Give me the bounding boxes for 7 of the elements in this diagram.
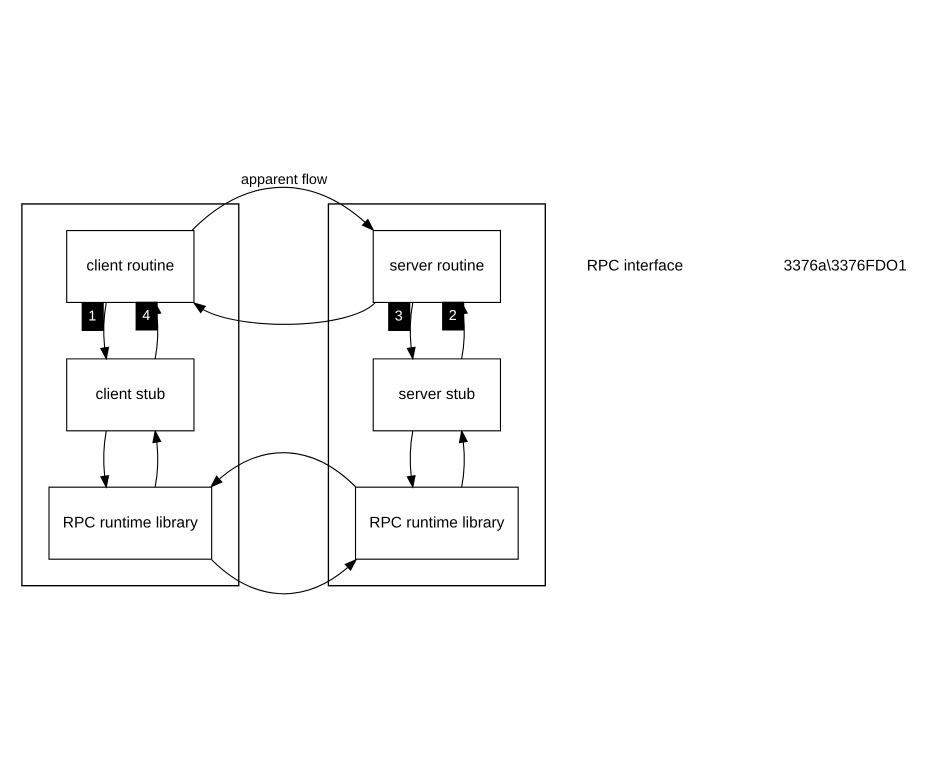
edge-label: 1 (88, 308, 96, 324)
edge-label: 2 (448, 308, 457, 324)
edge-label: 4 (142, 308, 150, 324)
label: RPC interface (586, 258, 684, 275)
edge-label: 3 (394, 308, 403, 324)
label: 3376a\3376FDO1 (784, 258, 907, 275)
edge-label: apparent flow (240, 172, 328, 188)
